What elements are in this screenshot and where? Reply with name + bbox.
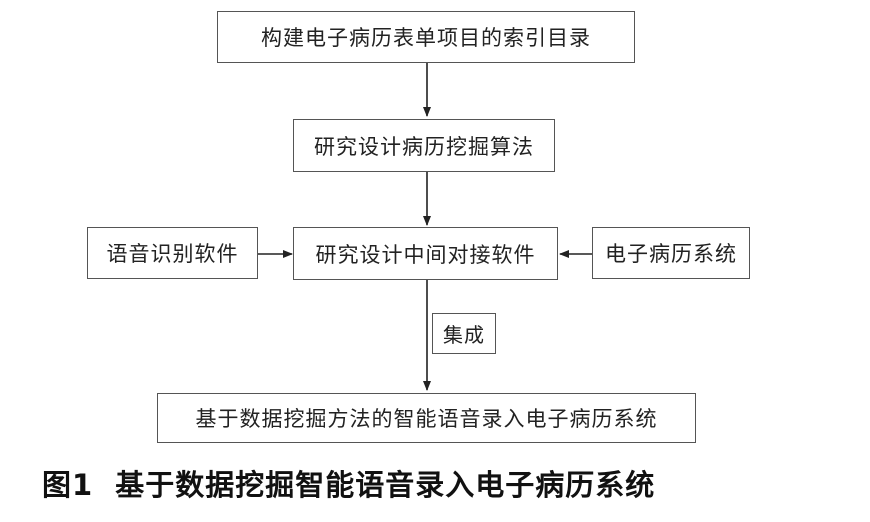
figure-caption: 图1 基于数据挖掘智能语音录入电子病历系统 bbox=[42, 462, 655, 504]
node-mining-algorithm: 研究设计病历挖掘算法 bbox=[293, 119, 555, 172]
node-final-system: 基于数据挖掘方法的智能语音录入电子病历系统 bbox=[157, 393, 696, 443]
figure-number: 图1 bbox=[42, 468, 94, 502]
node-middleware: 研究设计中间对接软件 bbox=[293, 227, 558, 280]
figure-caption-text: 基于数据挖掘智能语音录入电子病历系统 bbox=[115, 468, 656, 502]
node-speech-recognition: 语音识别软件 bbox=[87, 227, 258, 279]
edge-label-integration: 集成 bbox=[432, 313, 496, 354]
node-index-catalog: 构建电子病历表单项目的索引目录 bbox=[217, 11, 635, 63]
node-emr-system: 电子病历系统 bbox=[592, 227, 750, 279]
